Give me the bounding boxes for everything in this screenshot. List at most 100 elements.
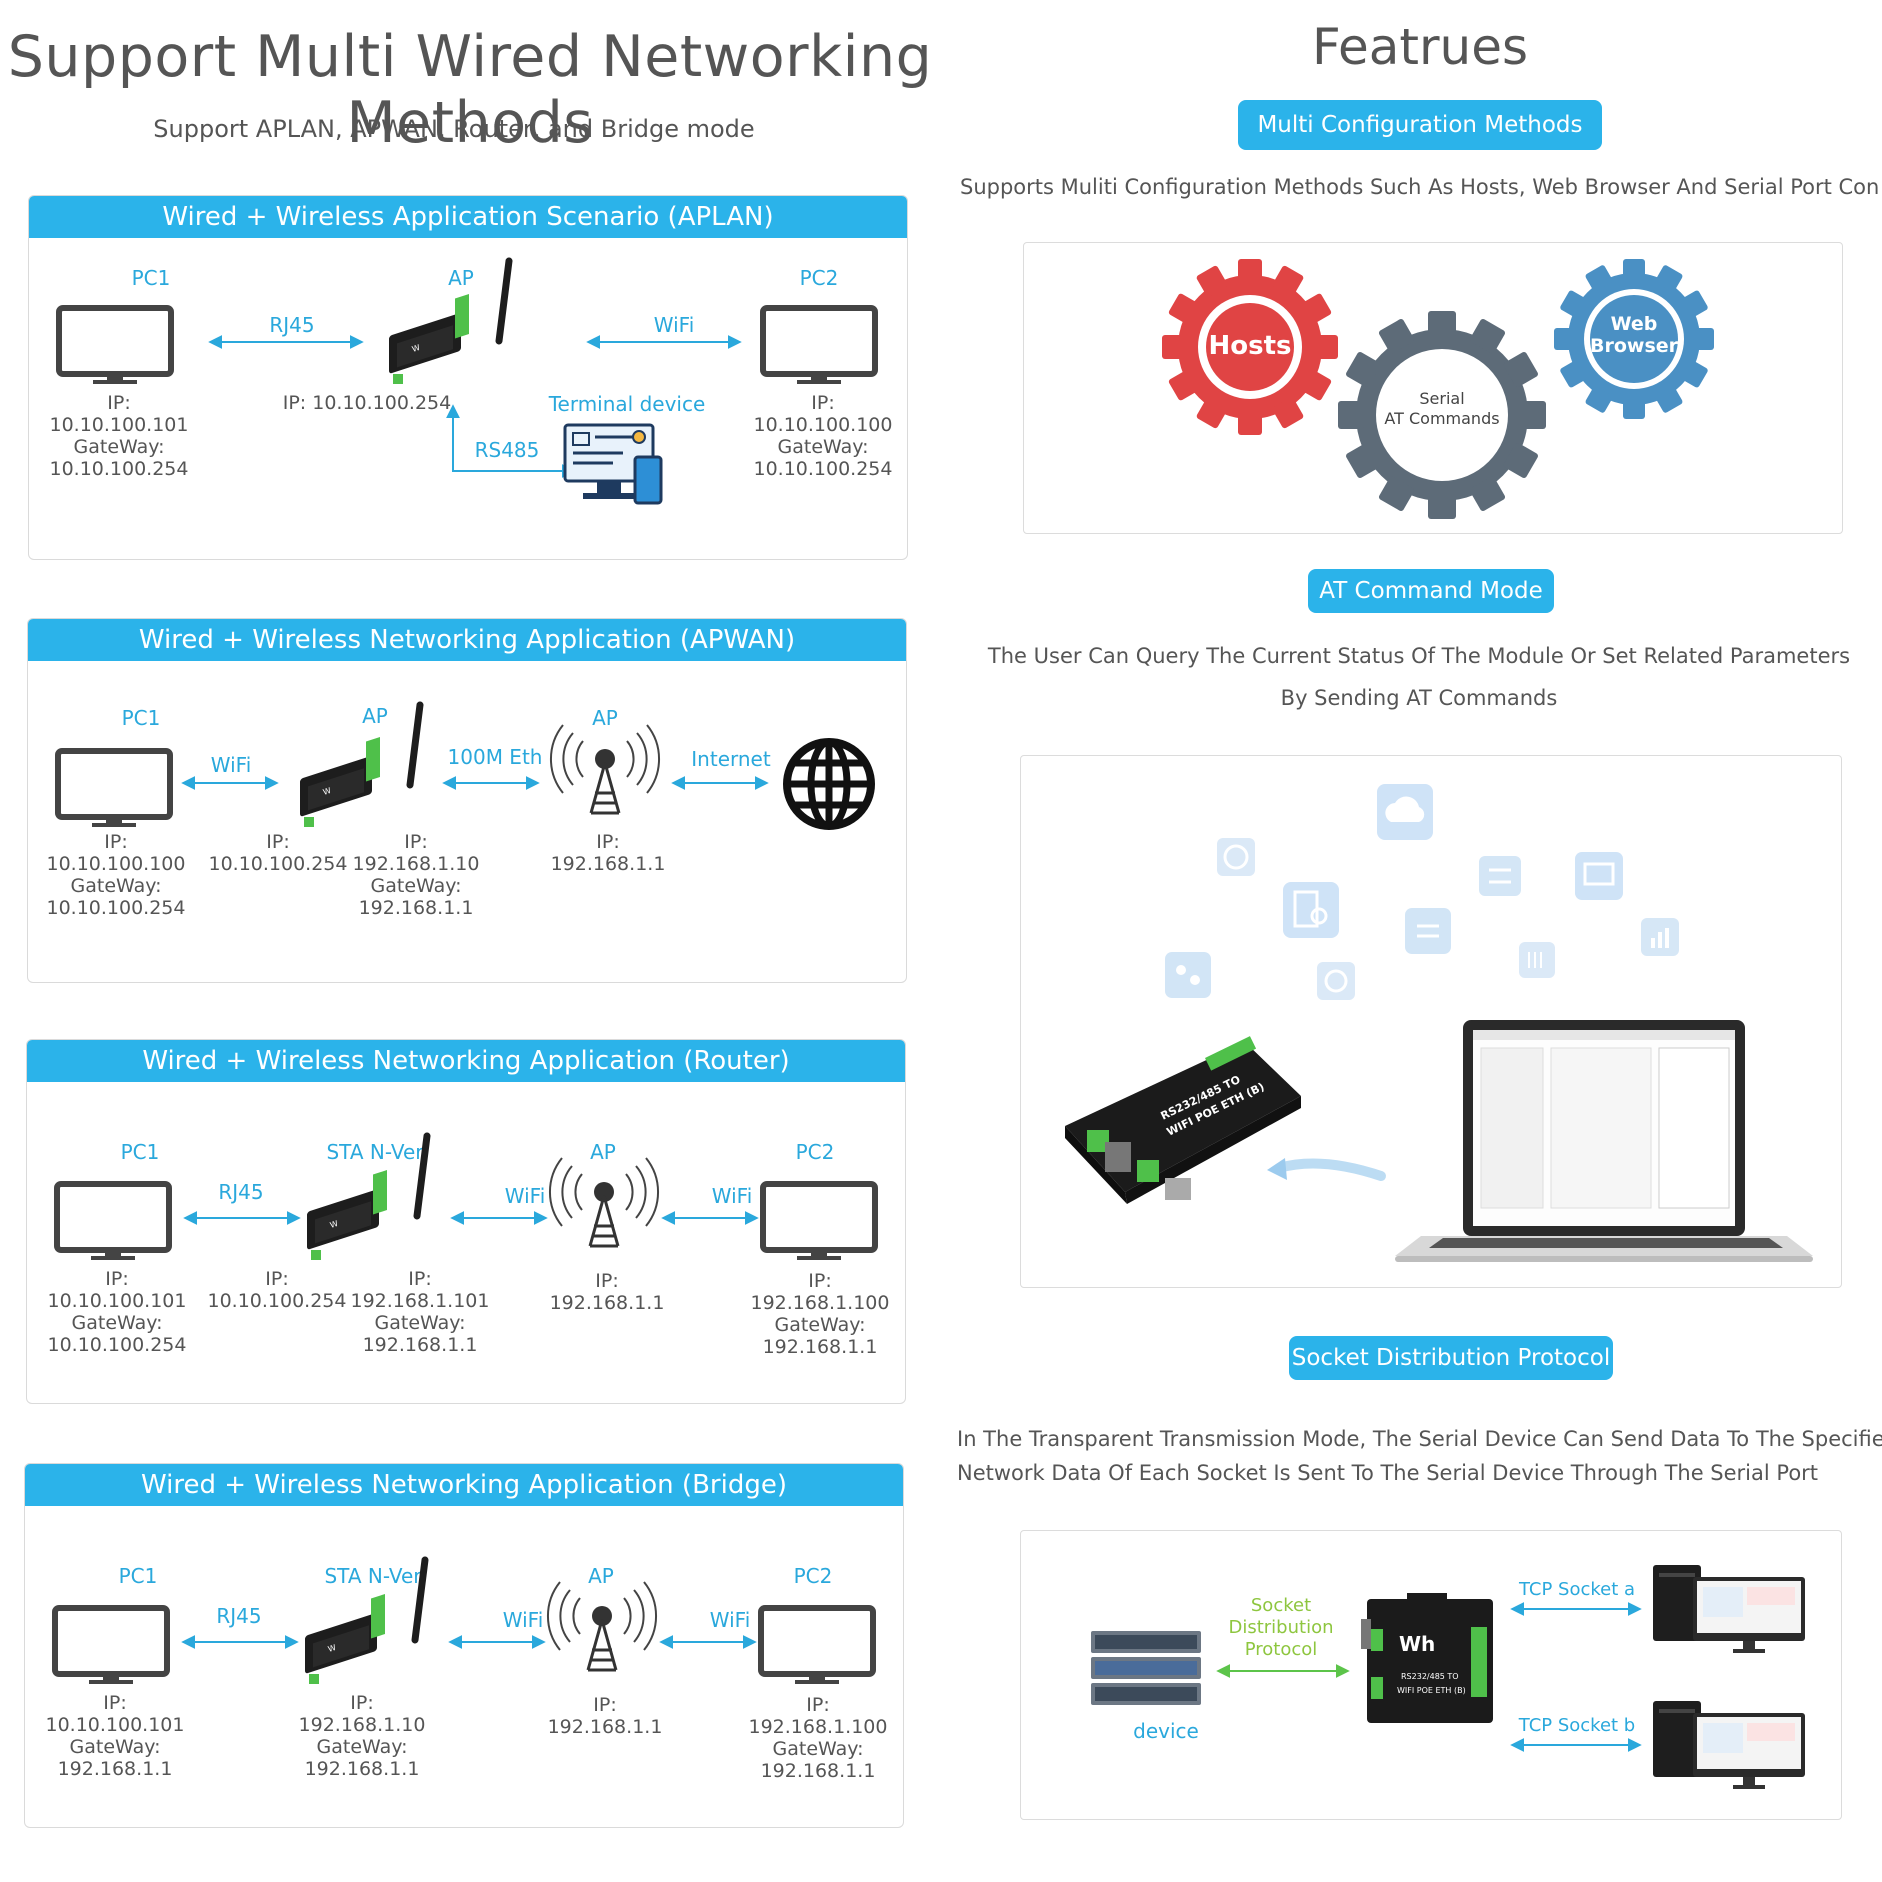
- apwan-dev-ip-left: IP:10.10.100.254: [208, 831, 348, 875]
- apwan-pc1-label: PC1: [121, 706, 161, 730]
- socket-desc-line1: In The Transparent Transmission Mode, Th…: [957, 1427, 1882, 1451]
- aplan-rj45-label: RJ45: [269, 313, 315, 337]
- router-rj45-label: RJ45: [218, 1180, 264, 1204]
- aplan-rs485-label: RS485: [474, 438, 540, 462]
- bridge-ap-tower-icon: [546, 1580, 658, 1672]
- config-icon: [1479, 856, 1521, 896]
- at-command-desc-line2: By Sending AT Commands: [1280, 686, 1558, 710]
- aplan-pc2-monitor-icon: [763, 308, 883, 388]
- aplan-pc1-monitor-icon: [59, 308, 179, 388]
- apwan-header: Wired + Wireless Networking Application …: [28, 619, 906, 661]
- multi-config-desc: Supports Muliti Configuration Methods Su…: [960, 175, 1878, 199]
- socket-device-icon: Wh RS232/485 TO WIFI POE ETH (B): [1361, 1593, 1493, 1723]
- bridge-ap-label: AP: [588, 1564, 614, 1588]
- globe-icon: [783, 738, 875, 830]
- search-doc-icon: [1283, 882, 1339, 938]
- bridge-pc2-monitor-icon: [761, 1608, 881, 1688]
- socket-panel: Wh RS232/485 TO WIFI POE ETH (B): [1020, 1530, 1842, 1820]
- router-wifi1-label: WiFi: [504, 1184, 546, 1208]
- bridge-wifi1-arrow: [448, 1635, 546, 1649]
- apwan-internet-label: Internet: [691, 747, 771, 771]
- aplan-wifi-label: WiFi: [653, 313, 695, 337]
- main-title: Support Multi Wired Networking Methods: [7, 24, 933, 156]
- main-subtitle: Support APLAN, APWAN, Router, and Bridge…: [153, 115, 755, 143]
- multi-config-pill: Multi Configuration Methods: [1238, 100, 1602, 150]
- router-pc1-monitor-icon: [57, 1184, 177, 1264]
- svg-text:Wh: Wh: [1399, 1632, 1435, 1656]
- socket-b-label: TCP Socket b: [1518, 1715, 1636, 1736]
- bridge-pc1-label: PC1: [118, 1564, 158, 1588]
- socket-desc-line2: Network Data Of Each Socket Is Sent To T…: [957, 1461, 1819, 1485]
- apwan-ap-ip: IP:192.168.1.1: [550, 831, 666, 875]
- bridge-device-icon: [305, 1594, 385, 1684]
- router-sta-label: STA N-Ver: [326, 1140, 424, 1164]
- users-icon: [1165, 952, 1211, 998]
- gears-illustration: [1162, 259, 1714, 519]
- aplan-ap-label: AP: [448, 266, 474, 290]
- socket-protocol-pill: Socket Distribution Protocol: [1289, 1336, 1613, 1380]
- apwan-internet-arrow: [671, 776, 769, 790]
- apwan-wifi-arrow: [181, 776, 279, 790]
- bridge-rj45-label: RJ45: [216, 1604, 262, 1628]
- at-command-panel: RS232/485 TO WIFI POE ETH (B): [1020, 755, 1842, 1288]
- router-pc2-monitor-icon: [763, 1184, 883, 1264]
- aplan-header: Wired + Wireless Application Scenario (A…: [29, 196, 907, 238]
- router-wifi1-arrow: [450, 1211, 548, 1225]
- compass-icon: [1317, 962, 1355, 1000]
- apwan-wifi-label: WiFi: [210, 753, 252, 777]
- bridge-pc1-monitor-icon: [55, 1608, 175, 1688]
- apwan-eth-label: 100M Eth: [447, 745, 543, 769]
- apwan-antenna-icon: [410, 705, 430, 795]
- bridge-antenna-icon: [415, 1560, 435, 1650]
- aplan-ap-ip: IP: 10.10.100.254: [282, 392, 452, 414]
- router-rj45-arrow: [183, 1211, 301, 1225]
- serial-gear-icon: [1338, 311, 1546, 519]
- barcode-icon: [1519, 942, 1555, 978]
- features-title: Featrues: [1311, 18, 1529, 76]
- at-command-illustration: RS232/485 TO WIFI POE ETH (B): [1065, 784, 1813, 1262]
- chart-bars-icon: [1641, 918, 1679, 956]
- router-wifi2-arrow: [661, 1211, 759, 1225]
- router-panel: Wired + Wireless Networking Application …: [26, 1039, 906, 1404]
- pc-tower-b-icon: [1653, 1701, 1805, 1789]
- apwan-ap-tower-icon: [549, 723, 661, 815]
- at-device-icon: RS232/485 TO WIFI POE ETH (B): [1065, 1036, 1301, 1204]
- terminal-device-icon: [563, 423, 663, 505]
- gear-hosts-label: Hosts: [1208, 331, 1292, 361]
- cloud-icon: [1377, 784, 1433, 840]
- apwan-eth-arrow: [442, 776, 540, 790]
- router-header: Wired + Wireless Networking Application …: [27, 1040, 905, 1082]
- gauge-icon: [1217, 838, 1255, 876]
- apwan-ap2-label: AP: [592, 706, 618, 730]
- aplan-rs485-arrow: [446, 404, 576, 478]
- router-pc1-label: PC1: [120, 1140, 160, 1164]
- server-icon: [1405, 908, 1451, 954]
- aplan-rj45-arrow: [208, 335, 364, 349]
- apwan-panel: Wired + Wireless Networking Application …: [27, 618, 907, 983]
- web-browser-gear-icon: [1554, 259, 1714, 419]
- router-wifi2-label: WiFi: [711, 1184, 753, 1208]
- apwan-ap1-label: AP: [362, 704, 388, 728]
- apwan-pc1-monitor-icon: [58, 751, 178, 831]
- router-antenna-icon: [417, 1136, 437, 1226]
- bridge-rj45-arrow: [181, 1635, 299, 1649]
- aplan-panel: Wired + Wireless Application Scenario (A…: [28, 195, 908, 560]
- aplan-antenna-icon: [499, 261, 519, 351]
- bridge-wifi2-arrow: [659, 1635, 757, 1649]
- bridge-ap-ip: IP:192.168.1.1: [547, 1694, 663, 1738]
- router-dev-ip-left: IP:10.10.100.254: [207, 1268, 347, 1312]
- at-command-pill: AT Command Mode: [1308, 569, 1554, 613]
- bridge-pc2-label: PC2: [793, 1564, 833, 1588]
- monitor-check-icon: [1575, 852, 1623, 900]
- router-ap-tower-icon: [548, 1156, 660, 1248]
- bridge-sta-label: STA N-Ver: [324, 1564, 422, 1588]
